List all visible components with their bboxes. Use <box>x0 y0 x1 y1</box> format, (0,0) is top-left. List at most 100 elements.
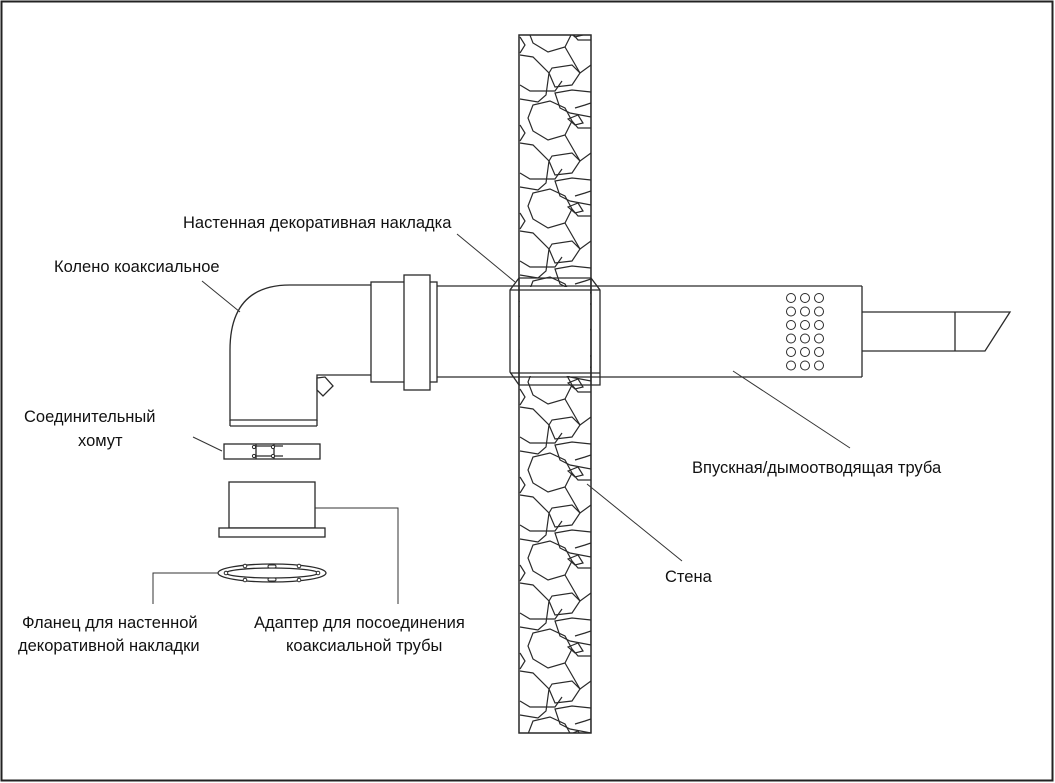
wall-stone <box>519 36 526 54</box>
wall-stone <box>574 718 591 725</box>
vent-holes <box>786 293 824 371</box>
wall-stone <box>519 388 526 406</box>
vent-hole <box>814 347 824 357</box>
flange-bolt-hole <box>296 577 302 583</box>
label-clamp-line1: Соединительный <box>24 408 156 426</box>
wall-stone <box>564 574 591 602</box>
wall-stone <box>565 751 591 777</box>
vent-hole <box>786 293 796 303</box>
wall-stone <box>519 124 526 142</box>
leader-wall <box>586 483 683 562</box>
wall-stone <box>527 716 571 733</box>
wall-stone <box>564 662 591 690</box>
wall-trim-flange <box>217 563 327 583</box>
flange-bolt-hole <box>296 563 302 569</box>
vent-hole <box>800 306 810 317</box>
vent-hole <box>786 333 796 344</box>
flange-slot <box>267 577 277 582</box>
leader-pipe <box>732 370 851 449</box>
intake-exhaust-pipe <box>437 285 1012 378</box>
wall-stone <box>554 177 591 206</box>
label-intake-exhaust-pipe: Впускная/дымоотводящая труба <box>692 459 942 477</box>
adapter <box>218 481 326 538</box>
wall-stone <box>519 80 563 92</box>
vent-hole <box>786 306 796 317</box>
wall-stone <box>564 222 591 250</box>
vent-hole <box>800 347 810 357</box>
wall-stone <box>571 102 591 129</box>
label-wall-trim: Настенная декоративная накладка <box>183 214 452 232</box>
wall-stone <box>554 705 591 733</box>
label-wall: Стена <box>665 568 713 586</box>
wall-stone <box>566 202 584 214</box>
wall-stone <box>554 529 591 558</box>
elbow-test-port <box>316 376 334 397</box>
wall-stone <box>566 378 584 390</box>
wall-stone <box>519 142 550 191</box>
wall-stone <box>564 398 591 426</box>
wall-stone <box>564 46 591 74</box>
wall-stone <box>571 542 591 569</box>
wall-stone <box>554 89 591 118</box>
vent-hole <box>800 293 810 303</box>
wall-stone <box>519 256 563 268</box>
leader-wall-trim <box>456 233 516 283</box>
wall-stone <box>571 454 591 481</box>
vent-hole <box>814 320 824 330</box>
wall-stone <box>519 406 550 455</box>
leader-adapter <box>315 507 399 604</box>
label-flange-line2: декоративной накладки <box>18 637 200 655</box>
vent-hole <box>814 333 824 344</box>
leader-flange <box>152 572 218 604</box>
wall-stone <box>519 212 526 230</box>
connecting-clamp <box>223 443 321 460</box>
wall-stone <box>566 642 584 654</box>
vent-hole <box>786 360 796 371</box>
flange-bolt-hole <box>315 570 321 576</box>
wall-stone <box>566 554 584 566</box>
flange-slot <box>267 564 277 569</box>
vent-hole <box>814 360 824 371</box>
vent-hole <box>800 360 810 371</box>
wall-stone <box>554 265 591 294</box>
wall-stone <box>519 652 526 670</box>
exhaust-tip <box>862 311 1012 352</box>
label-adapter-line1: Адаптер для посоединения <box>254 614 465 632</box>
wall-stone <box>571 190 591 217</box>
wall-stone <box>564 134 591 162</box>
coupling-sleeve <box>370 274 438 391</box>
label-clamp-line2: хомут <box>78 432 123 450</box>
flange-bolt-hole <box>223 570 229 576</box>
wall-stone <box>519 476 526 494</box>
wall-stone <box>519 168 563 180</box>
label-coaxial-elbow: Колено коаксиальное <box>54 258 220 276</box>
vent-hole <box>814 306 824 317</box>
wall-stone <box>519 696 563 708</box>
leader-clamp <box>192 436 223 452</box>
vent-hole <box>800 320 810 330</box>
wall-decorative-trim <box>509 277 601 386</box>
wall-stone <box>571 730 580 733</box>
wall-stone <box>519 670 550 719</box>
vent-hole <box>800 333 810 344</box>
wall-stone <box>554 441 591 470</box>
leader-elbow <box>201 280 241 313</box>
wall-stone <box>519 432 563 444</box>
vent-hole <box>786 347 796 357</box>
wall-stone <box>520 759 549 783</box>
wall-stone <box>519 494 550 543</box>
wall-stone <box>564 486 591 514</box>
wall-stone <box>571 630 591 657</box>
coaxial-elbow <box>229 284 373 427</box>
wall-stone <box>566 466 584 478</box>
wall-stone <box>519 582 550 631</box>
label-flange-line1: Фланец для настенной <box>22 614 198 632</box>
flange-bolt-hole <box>242 577 248 583</box>
wall-stone <box>519 564 526 582</box>
wall-stone <box>566 114 584 126</box>
wall-stone <box>519 608 563 620</box>
wall-stone <box>519 54 550 103</box>
wall-stone <box>554 617 591 646</box>
